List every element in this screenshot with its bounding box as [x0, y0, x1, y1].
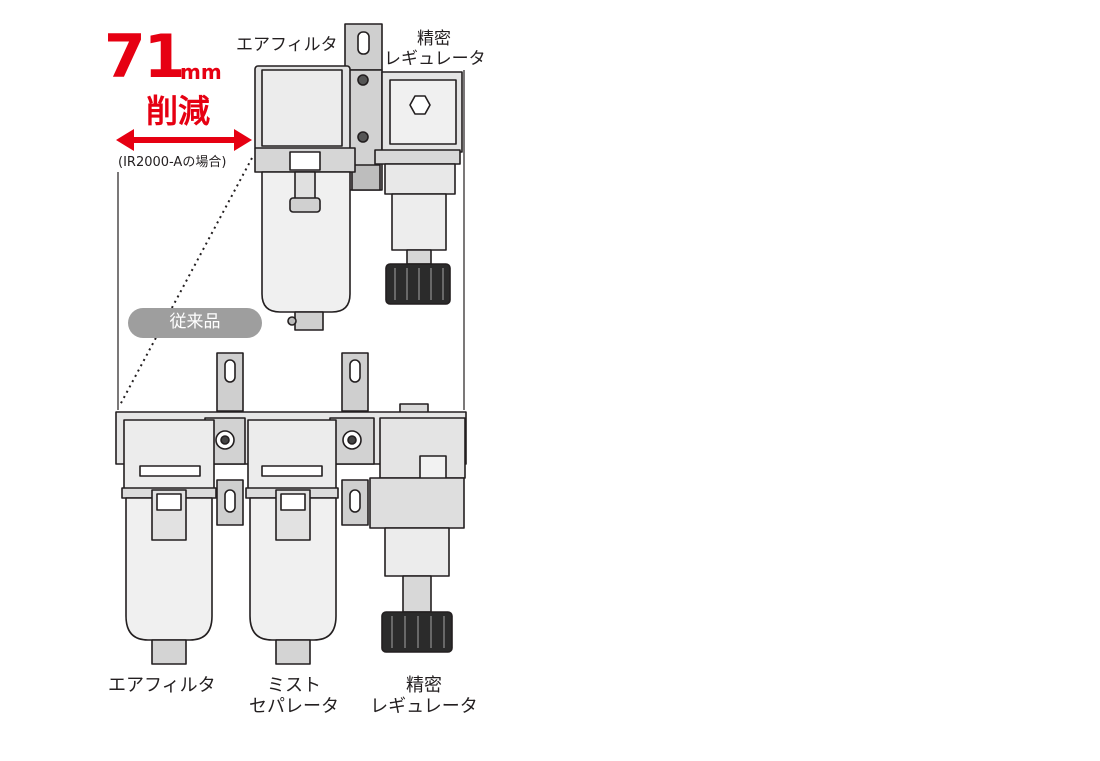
conventional-regulator-label: 精密 レギュレータ — [364, 675, 484, 717]
conventional-separator-label: ミスト セパレータ — [240, 675, 348, 717]
new-regulator-label-line2: レギュレータ — [384, 48, 486, 69]
dimension-guides — [117, 70, 465, 410]
new-unit-drawing — [254, 23, 463, 331]
conventional-filter-label: エアフィルタ — [108, 675, 216, 696]
conventional-separator-label-line1: ミスト — [267, 675, 321, 696]
new-regulator-label: 精密 レギュレータ — [384, 29, 486, 69]
conventional-separator-label-line2: セパレータ — [249, 695, 339, 717]
conventional-regulator-label-line2: レギュレータ — [370, 695, 478, 717]
new-filter-label: エアフィルタ — [236, 35, 338, 55]
new-regulator-label-line1: 精密 — [417, 29, 451, 49]
reduction-label: 削減 — [146, 92, 211, 130]
reduction-number: 71 — [104, 22, 185, 92]
reduction-note: (IR2000-Aの場合) — [118, 155, 227, 170]
conventional-badge-bg — [128, 308, 262, 338]
reduction-arrow — [116, 129, 252, 151]
conventional-unit-drawing — [115, 352, 467, 665]
conventional-regulator-label-line1: 精密 — [406, 675, 442, 696]
conventional-badge: 従来品 — [169, 312, 221, 332]
reduction-unit: mm — [180, 60, 222, 84]
